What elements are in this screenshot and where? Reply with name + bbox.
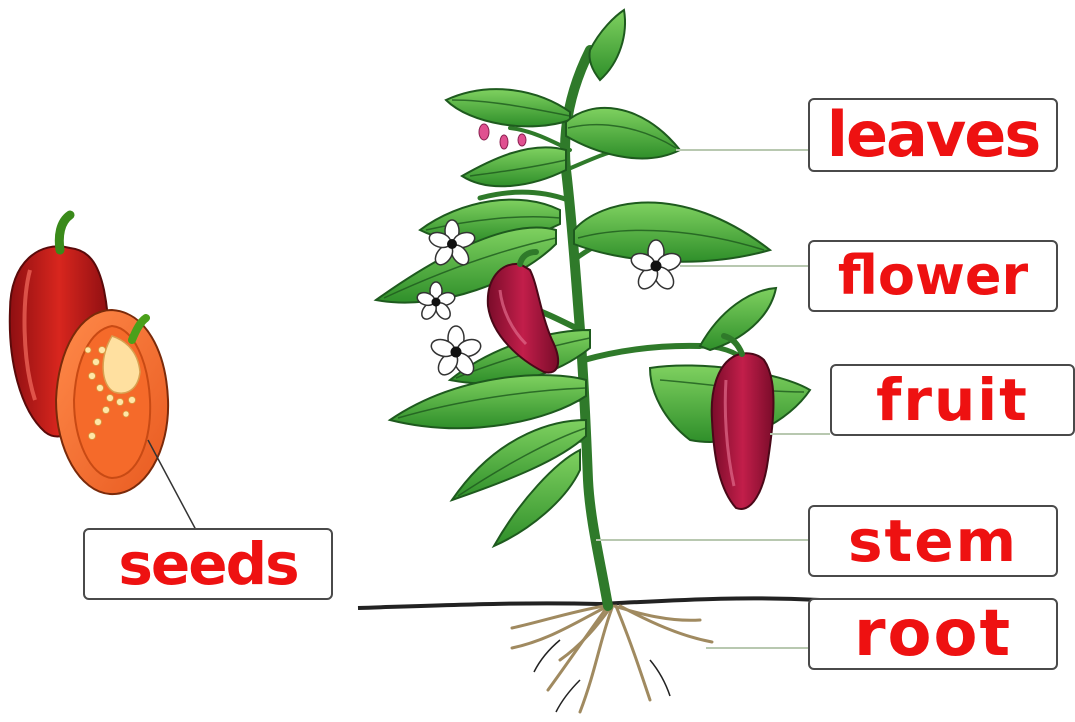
label-seeds: seeds — [83, 528, 333, 600]
label-stem: stem — [808, 505, 1058, 577]
label-flower: flower — [808, 240, 1058, 312]
label-fruit: fruit — [830, 364, 1075, 436]
bell-pepper-illustration — [10, 215, 196, 530]
label-root: root — [808, 598, 1058, 670]
label-leaves: leaves — [808, 98, 1058, 172]
soil-and-roots — [358, 598, 820, 712]
